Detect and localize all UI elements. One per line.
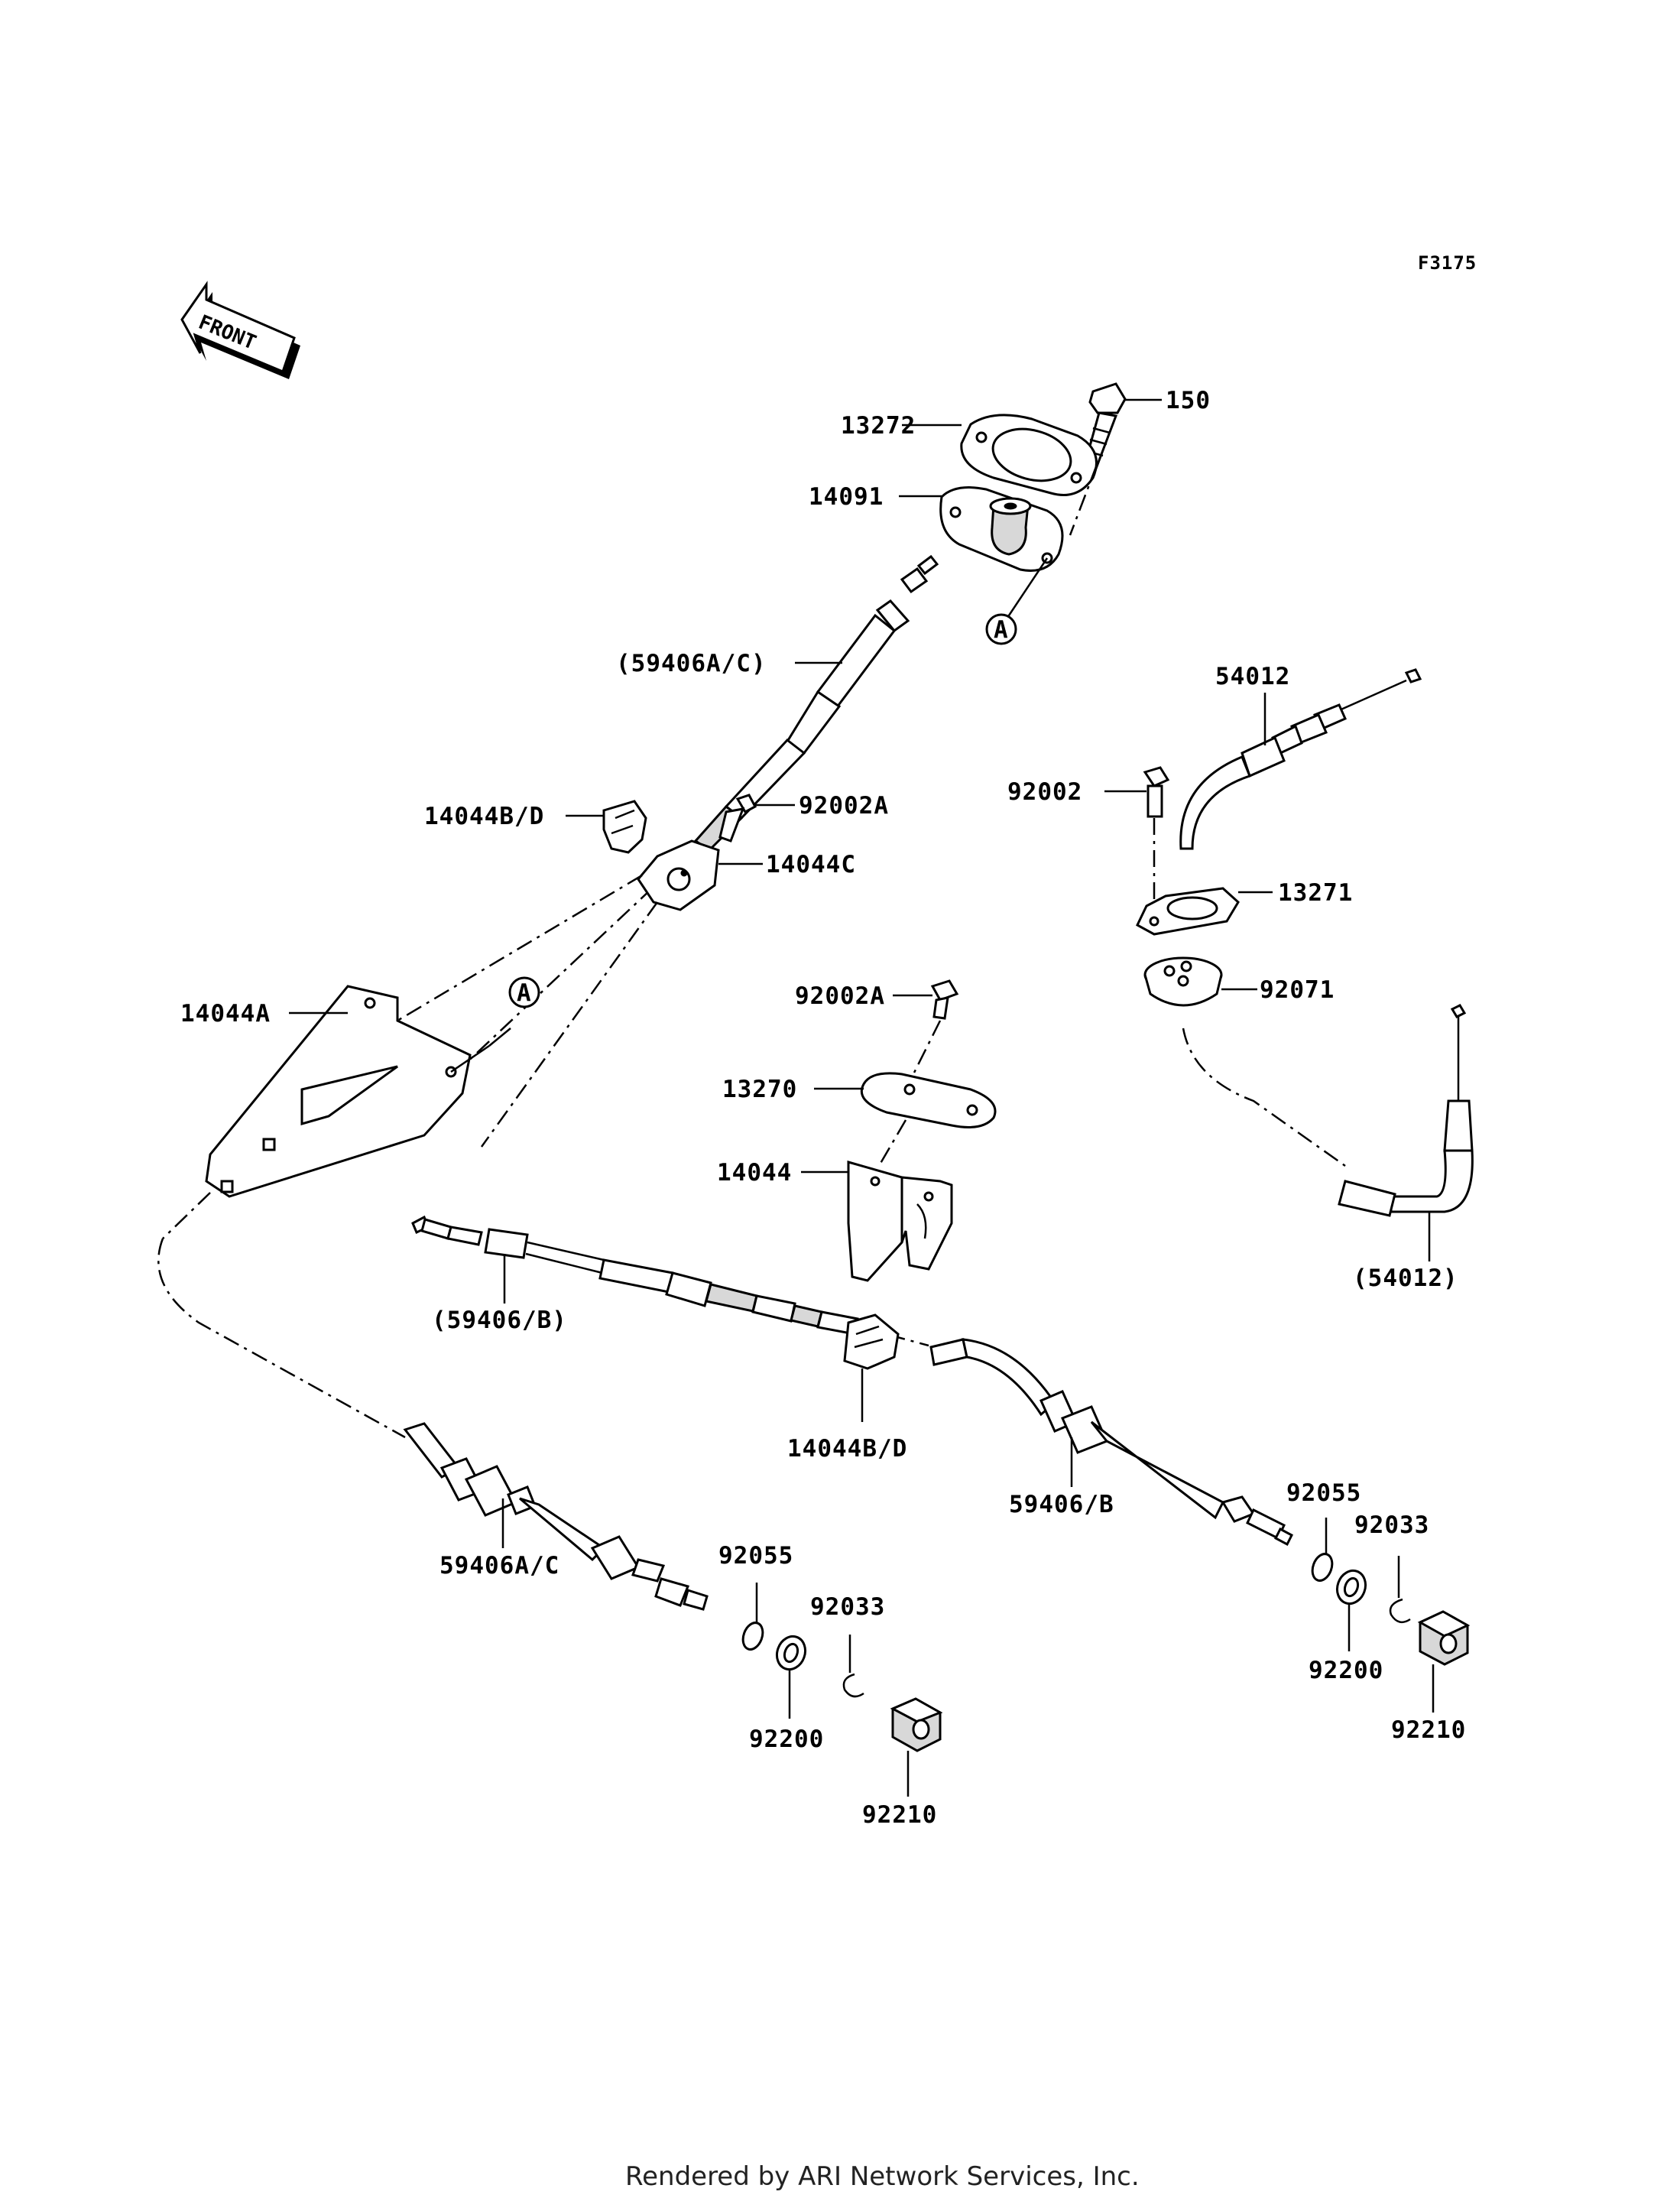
label-13270: 13270 [722,1076,797,1103]
cable-59406ac-lower [403,1422,709,1611]
clamp-14044bd-top [602,800,647,854]
figure-id: F3175 [1418,252,1477,274]
label-92002: 92002 [1007,778,1082,806]
circlip-92033-right [1389,1598,1411,1624]
washer-92200-right [1335,1569,1367,1605]
label-92200-left: 92200 [749,1726,824,1753]
label-54012-paren: (54012) [1353,1265,1458,1292]
cable-54012-lower [1338,1004,1474,1217]
label-59406ac: 59406A/C [439,1552,559,1580]
front-arrow-icon: FRONT [180,281,300,379]
label-59406b: 59406/B [1009,1491,1114,1518]
label-92055-right: 92055 [1286,1479,1361,1507]
label-92055-left: 92055 [718,1542,793,1570]
label-92200-right: 92200 [1309,1657,1383,1684]
label-14044bd-bot: 14044B/D [787,1435,907,1463]
oring-92055-left [741,1622,764,1651]
circlip-92033-left [842,1673,864,1698]
bolt-92002 [1143,766,1170,818]
label-14044bd-top: 14044B/D [424,803,544,830]
gasket-13272 [960,414,1098,496]
label-92033-right: 92033 [1354,1511,1429,1539]
bolt-92002a-top [718,794,757,843]
nut-92210-left [890,1697,943,1752]
label-92071: 92071 [1260,976,1335,1004]
label-92210-right: 92210 [1391,1716,1466,1744]
label-92210-left: 92210 [862,1801,937,1829]
oring-92055-right [1311,1553,1334,1582]
label-54012: 54012 [1215,663,1290,690]
label-14044c: 14044C [766,851,856,878]
bolt-92002a-mid [930,979,959,1020]
grommet-92071 [1143,956,1223,1007]
washer-92200-left [775,1635,807,1671]
label-150: 150 [1166,387,1211,414]
label-14044: 14044 [717,1159,792,1187]
cable-59406b-upper [411,1215,859,1336]
cable-59406ac-upper [674,554,939,873]
ref-mark-a-top: A [985,613,1017,645]
cable-59406b-lower [929,1338,1293,1547]
plate-13270 [860,1072,997,1128]
label-92002a-mid: 92002A [795,982,885,1010]
holder-13271 [1136,887,1240,936]
boot-14091 [939,486,1064,572]
svg-text:A: A [994,616,1009,644]
label-92033-left: 92033 [810,1593,885,1621]
label-59406ac-paren: (59406A/C) [616,650,767,677]
ref-mark-a-bracket: A [508,976,540,1008]
svg-text:A: A [517,979,532,1007]
nut-92210-right [1417,1610,1471,1666]
clamp-14044c [637,839,720,911]
bracket-14044 [847,1161,953,1282]
label-59406b-paren: (59406/B) [432,1307,567,1334]
label-13272: 13272 [841,412,916,440]
label-13271: 13271 [1278,879,1353,907]
footer-credit: Rendered by ARI Network Services, Inc. [625,2161,1140,2192]
cable-54012-upper [1179,668,1422,850]
clamp-14044bd-bot [843,1313,900,1370]
label-92002a-top: 92002A [799,792,889,820]
bracket-14044a [205,985,472,1198]
label-14044a: 14044A [180,1000,271,1028]
label-14091: 14091 [809,483,884,511]
